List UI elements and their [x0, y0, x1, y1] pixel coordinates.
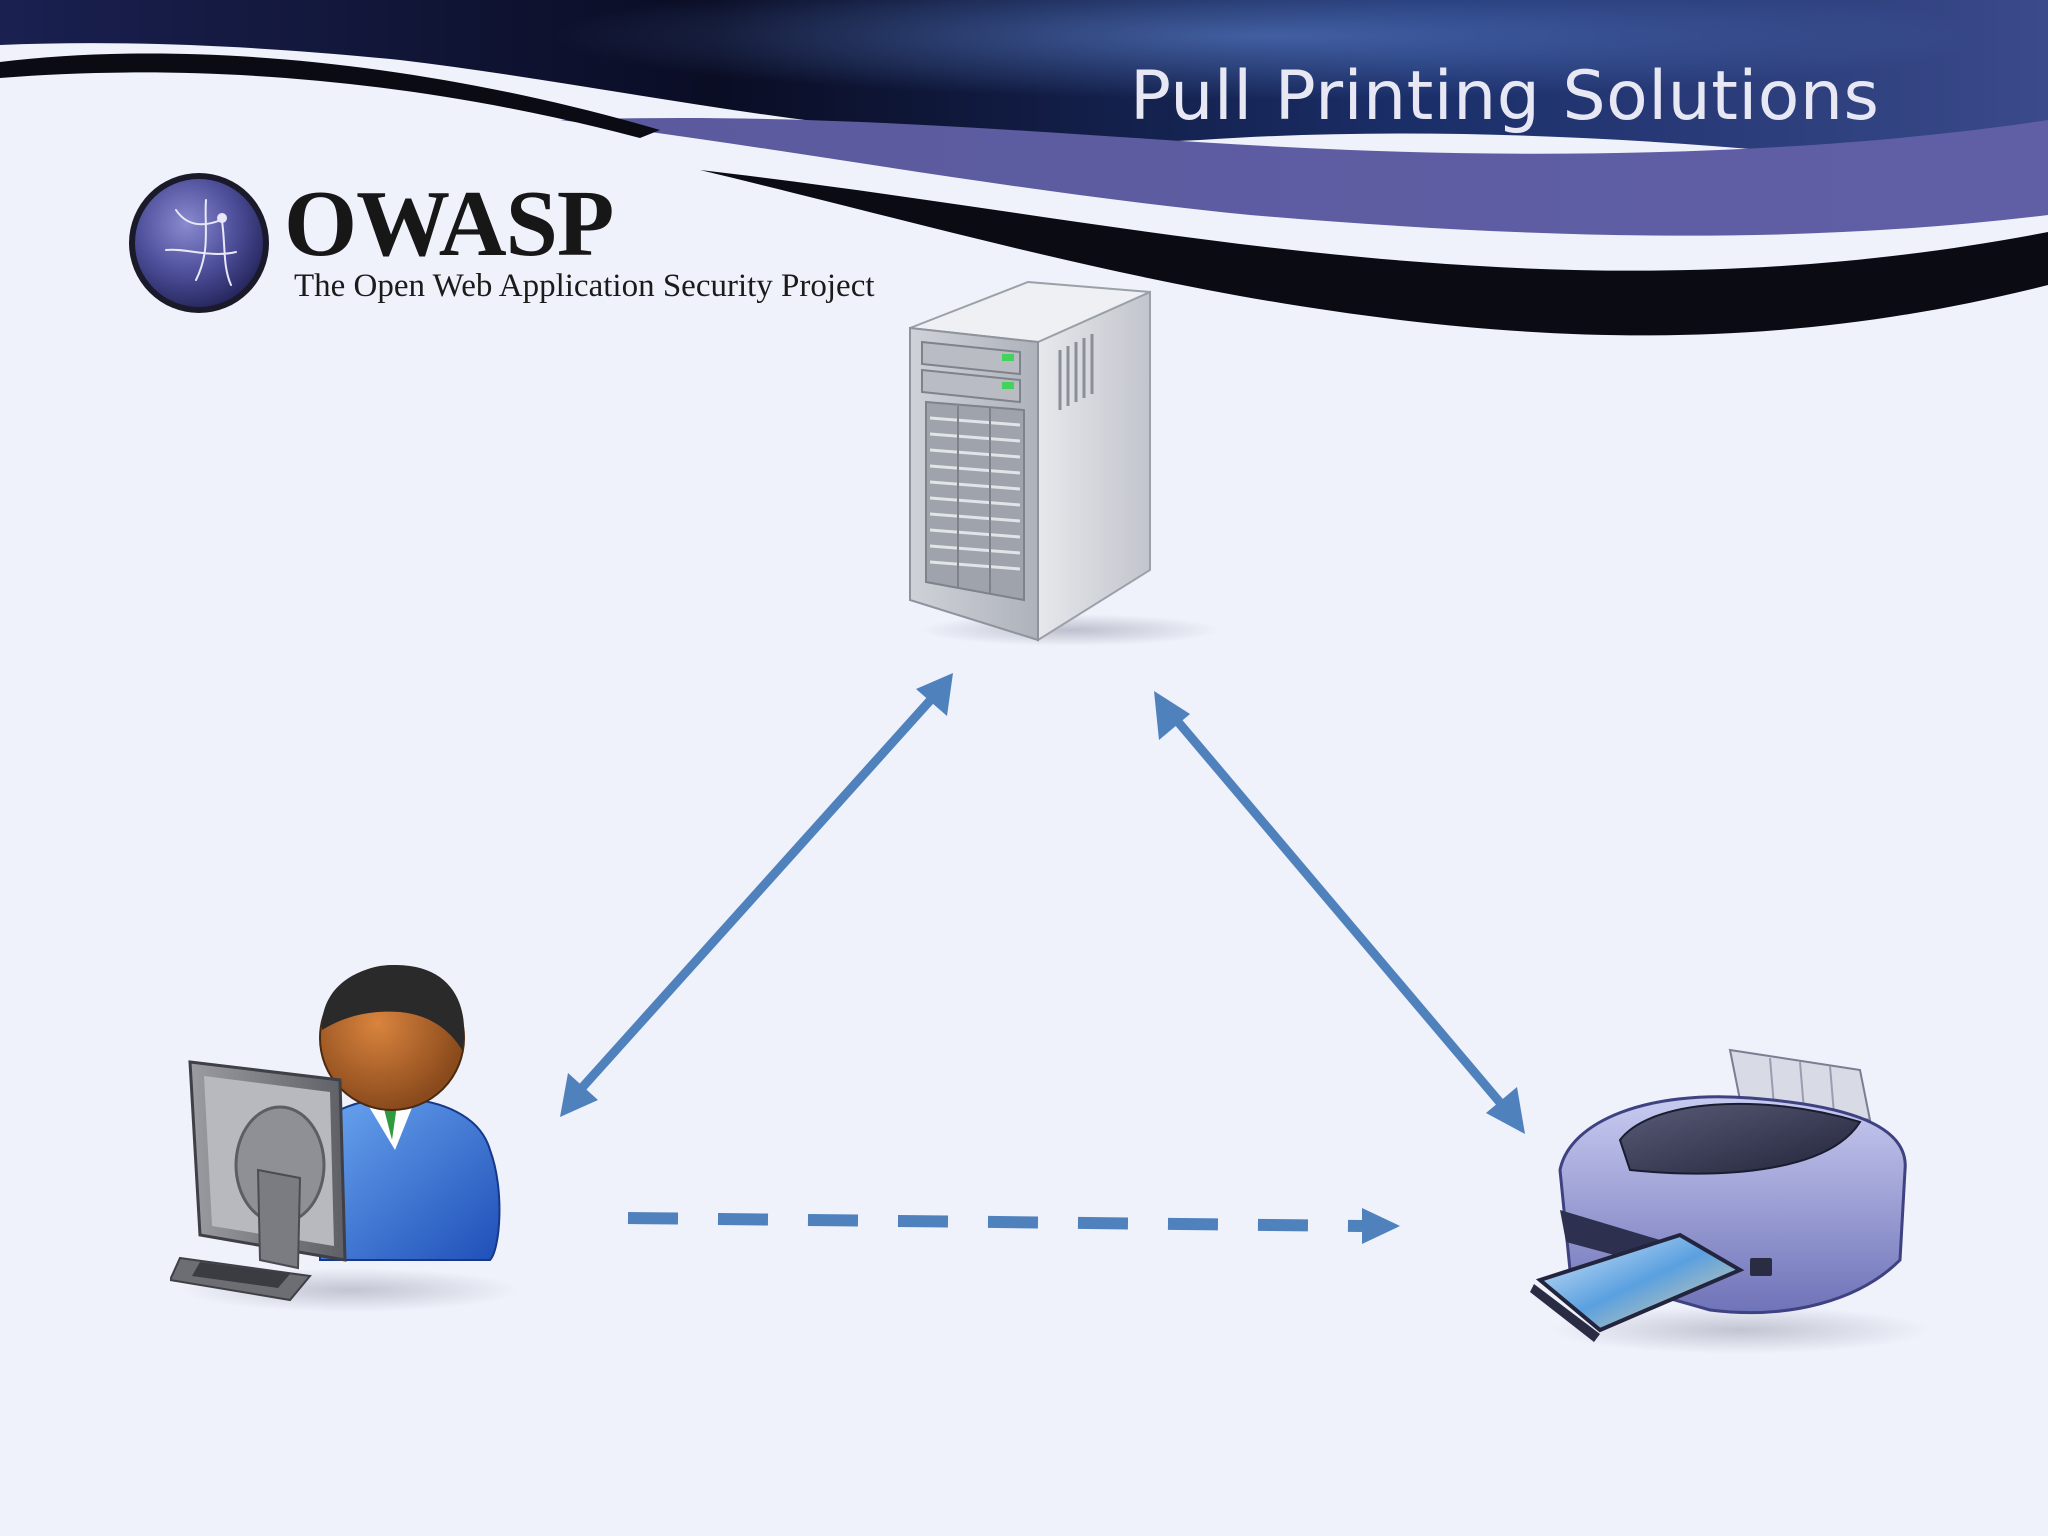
arrowhead-user-end — [560, 1073, 598, 1117]
arrowhead-dashed-end — [1362, 1208, 1400, 1244]
connector-user-server — [560, 673, 953, 1117]
server-tower-icon — [909, 280, 1220, 646]
owasp-logo: OWASP The Open Web Application Security … — [126, 170, 906, 320]
owasp-tagline: The Open Web Application Security Projec… — [294, 268, 875, 304]
owasp-wordmark: OWASP — [284, 172, 614, 276]
arrowhead-printer-end — [1486, 1087, 1525, 1134]
arrowhead-server-end-2 — [1154, 691, 1190, 740]
connector-server-printer — [1154, 691, 1525, 1134]
connector-user-printer-dashed — [627, 1208, 1400, 1244]
user-at-computer-icon — [170, 964, 520, 1312]
slide-title: Pull Printing Solutions — [1130, 57, 1880, 136]
header-banner — [0, 0, 2048, 336]
arrowhead-server-end — [916, 673, 953, 716]
printer-icon — [1530, 1048, 1930, 1354]
owasp-globe-icon — [129, 173, 269, 313]
